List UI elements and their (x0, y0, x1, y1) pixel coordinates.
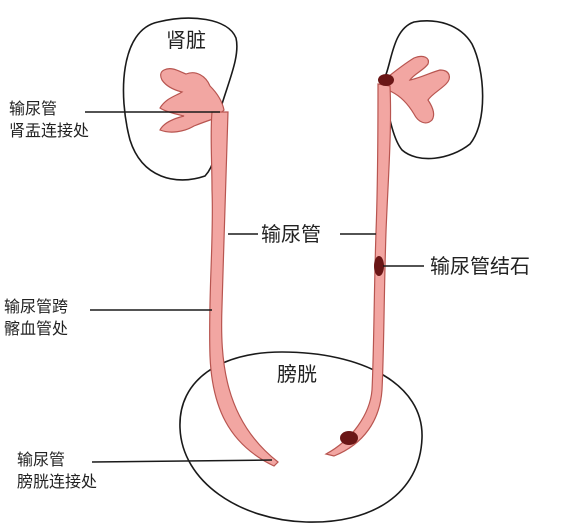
upj-label: 输尿管 肾盂连接处 (9, 98, 89, 141)
stone-renal-pelvis (378, 74, 394, 86)
right-renal-pelvis (383, 55, 450, 124)
iliac-crossing-label: 输尿管跨 髂血管处 (4, 296, 68, 339)
right-ureter (324, 83, 392, 457)
iliac-label-line2: 髂血管处 (4, 318, 69, 338)
uvj-label-line2: 膀胱连接处 (17, 471, 98, 491)
kidney-label: 肾脏 (166, 28, 206, 52)
uvj-label: 输尿管 膀胱连接处 (17, 449, 97, 492)
stone-mid-ureter (374, 256, 384, 276)
uvj-label-line1: 输尿管 (17, 450, 66, 469)
left-renal-pelvis (159, 68, 225, 133)
left-ureter (208, 111, 279, 467)
upj-label-line1: 输尿管 (9, 99, 58, 118)
bladder-outline (179, 351, 423, 523)
ureter-label: 输尿管 (261, 222, 321, 246)
leader-line-uvj (91, 459, 273, 463)
bladder-label: 膀胱 (277, 362, 317, 386)
iliac-label-line1: 输尿管跨 (4, 297, 69, 316)
stone-ureterovesical (340, 431, 358, 445)
upj-label-line2: 肾盂连接处 (9, 120, 90, 140)
ureteral-stone-label: 输尿管结石 (430, 254, 530, 278)
